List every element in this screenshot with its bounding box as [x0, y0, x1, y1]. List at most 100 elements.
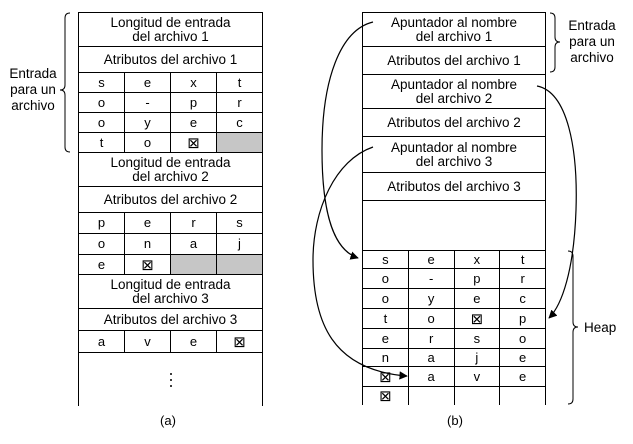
- padding-cell: [217, 255, 262, 274]
- entry-3-attributes-text: Atributos del archivo 3: [103, 311, 238, 327]
- heap-char-cell: o: [363, 269, 409, 288]
- entry-1-name-row: t o ⊠: [79, 133, 262, 153]
- padding-cell: [171, 255, 217, 274]
- entry-2-length-line-2: del archivo 2: [132, 168, 209, 184]
- heap-brace: [567, 250, 579, 405]
- entry-1-name-row: o - p r: [79, 93, 262, 113]
- end-of-name-marker: ⊠: [363, 367, 409, 386]
- heap-char-cell: v: [455, 367, 501, 386]
- name-char-cell: r: [171, 213, 217, 233]
- panel-b-entry-brace: [549, 12, 561, 73]
- entry-2-attributes-text: Atributos del archivo 2: [387, 114, 521, 130]
- heap-char-cell: e: [455, 289, 501, 308]
- entry-2-attributes: Atributos del archivo 2: [363, 109, 545, 137]
- panel-a-entry-brace: [59, 12, 71, 153]
- entry-1-name-row: s e x t: [79, 73, 262, 93]
- panel-a-entry-label-line-1: Entrada: [9, 66, 57, 81]
- heap-char-cell: o: [363, 289, 409, 308]
- name-char-cell: o: [79, 93, 125, 112]
- name-char-cell: e: [171, 331, 217, 352]
- heap-char-cell: e: [519, 349, 527, 365]
- panel-a-entry-label-line-2: para un: [10, 82, 56, 97]
- heap-char-cell: [455, 387, 501, 405]
- heap-char-cell: -: [409, 269, 455, 288]
- entry-2-name-row: e ⊠: [79, 255, 262, 275]
- entry-2-attributes-text: Atributos del archivo 2: [103, 191, 238, 207]
- name-char-cell: o: [125, 133, 171, 152]
- name-char-cell: e: [79, 255, 125, 274]
- name-char-cell: y: [125, 113, 171, 132]
- unused-space: [363, 201, 545, 251]
- name-char-cell: t: [237, 74, 242, 90]
- heap-row: ⊠ a v e: [363, 367, 545, 387]
- heap-char-cell: r: [409, 329, 455, 348]
- entry-1-name-row: o y e c: [79, 113, 262, 133]
- heap-char-cell: a: [409, 349, 455, 366]
- entry-1-attributes-text: Atributos del archivo 1: [387, 52, 521, 68]
- name-char-cell: e: [125, 73, 171, 92]
- entry-3-pointer-line-2: del archivo 3: [415, 153, 493, 169]
- entry-3-length-line-2: del archivo 3: [132, 290, 209, 306]
- heap-row: e r s o: [363, 329, 545, 349]
- heap-row: o - p r: [363, 269, 545, 289]
- heap-char-cell: s: [363, 251, 409, 268]
- name-char-cell: n: [125, 234, 171, 254]
- entry-2-name-row: p e r s: [79, 213, 262, 234]
- panel-b-caption: (b): [447, 413, 463, 428]
- heap-char-cell: j: [455, 349, 501, 366]
- entry-3-attributes: Atributos del archivo 3: [363, 173, 545, 201]
- panel-b-directory: Apuntador al nombre del archivo 1 Atribu…: [362, 12, 546, 405]
- entry-3-length: Longitud de entrada del archivo 3: [79, 275, 262, 309]
- panel-a-caption: (a): [160, 413, 176, 428]
- entry-3-length-line-1: Longitud de entrada: [110, 276, 231, 292]
- heap-label: Heap: [584, 320, 617, 335]
- entry-2-attributes: Atributos del archivo 2: [79, 187, 262, 213]
- heap-row: s e x t: [363, 251, 545, 269]
- heap-char-cell: p: [519, 310, 527, 326]
- entry-2-pointer-line-1: Apuntador al nombre: [390, 76, 518, 92]
- name-char-cell: s: [79, 73, 125, 92]
- heap-char-cell: t: [363, 309, 409, 328]
- heap-row: ⊠: [363, 387, 545, 405]
- end-of-name-marker: ⊠: [125, 255, 171, 274]
- name-char-cell: j: [238, 236, 241, 251]
- entry-1-attributes: Atributos del archivo 1: [363, 47, 545, 75]
- heap-char-cell: t: [520, 251, 525, 267]
- panel-b-entry-label-line-2: para un: [569, 34, 615, 49]
- heap-char-cell: r: [520, 270, 525, 286]
- padding-cell: [217, 133, 262, 152]
- heap-char-cell: y: [409, 289, 455, 308]
- heap-char-cell: e: [409, 251, 455, 268]
- entry-1-name-pointer: Apuntador al nombre del archivo 1: [363, 13, 545, 47]
- name-char-cell: r: [237, 94, 242, 110]
- name-char-cell: o: [79, 234, 125, 254]
- heap-char-cell: s: [455, 329, 501, 348]
- name-char-cell: a: [79, 331, 125, 352]
- end-of-name-marker: ⊠: [171, 133, 217, 152]
- heap-row: n a j e: [363, 349, 545, 367]
- heap-char-cell: o: [519, 330, 527, 346]
- name-char-cell: e: [171, 113, 217, 132]
- entry-1-length-line-1: Longitud de entrada: [110, 14, 231, 30]
- heap-row: o y e c: [363, 289, 545, 309]
- vertical-ellipsis-icon: [169, 371, 172, 389]
- end-of-name-marker: ⊠: [233, 332, 246, 351]
- heap-char-cell: o: [409, 309, 455, 328]
- heap-char-cell: x: [455, 251, 501, 268]
- end-of-name-marker: ⊠: [363, 387, 409, 405]
- end-of-name-marker: ⊠: [455, 309, 501, 328]
- entry-1-attributes: Atributos del archivo 1: [79, 47, 262, 73]
- entry-3-name-pointer: Apuntador al nombre del archivo 3: [363, 137, 545, 173]
- name-char-cell: a: [171, 234, 217, 254]
- heap-char-cell: [500, 387, 545, 405]
- panel-b-entry-label-line-3: archivo: [570, 50, 614, 65]
- name-char-cell: s: [236, 215, 243, 230]
- entry-3-attributes-text: Atributos del archivo 3: [387, 178, 521, 194]
- heap-char-cell: n: [363, 349, 409, 366]
- entry-1-attributes-text: Atributos del archivo 1: [103, 51, 238, 67]
- entry-1-length-line-2: del archivo 1: [132, 28, 209, 44]
- name-char-cell: t: [79, 133, 125, 152]
- entry-3-attributes: Atributos del archivo 3: [79, 309, 262, 331]
- entry-2-length-line-1: Longitud de entrada: [110, 154, 231, 170]
- panel-b-entry-label: Entrada para un archivo: [564, 18, 620, 66]
